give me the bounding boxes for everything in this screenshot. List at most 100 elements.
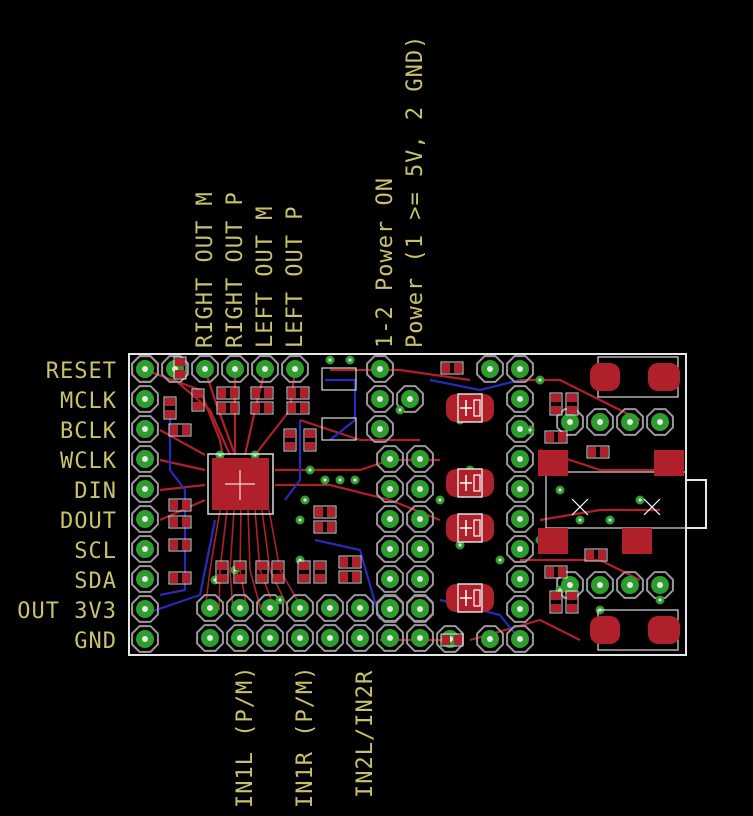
right-header-pad-ring [506, 445, 534, 473]
left-header-pad-drill [142, 576, 148, 582]
left-header-pad-drill [142, 426, 148, 432]
smd-resistor [163, 396, 177, 420]
pin-label-scl: SCL [74, 539, 117, 564]
smd-pad [165, 398, 175, 406]
left-header-pad-ring [131, 445, 159, 473]
top-header-pad-ring [251, 355, 279, 383]
jack-pad-drill [657, 419, 663, 425]
bottom-header-pad-drill [357, 635, 363, 641]
jumper-labels: 1-2 Power ON Power (1 >= 5V, 2 GND) [373, 35, 428, 348]
cap-outline [457, 513, 483, 543]
mid-pad-ring [376, 505, 404, 533]
smd-pad [454, 363, 462, 373]
smd-resistor [215, 560, 229, 584]
bottom-header-pad-ring [286, 624, 314, 652]
jack-pad-ring [616, 408, 644, 436]
smd-pad [551, 394, 561, 402]
smd-resistor [255, 560, 269, 584]
via-drill [298, 518, 302, 522]
left-header-pad-drill [142, 636, 148, 642]
bottom-header-pad-drill [237, 635, 243, 641]
smd-resistor [565, 590, 579, 614]
bottom-header-pad-ring [376, 624, 404, 652]
jack-pad-drill [657, 582, 663, 588]
jack-pad-ring [556, 408, 584, 436]
jack-pad-b [648, 363, 680, 391]
smd-outline [313, 560, 327, 584]
jack-pad-drill [567, 419, 573, 425]
bottom-header-pad-ring [286, 594, 314, 622]
sot-regulator [321, 367, 357, 441]
smd-outline [163, 396, 177, 420]
smd-pad [218, 388, 226, 398]
smd-resistor [168, 515, 192, 529]
bottom-header-pad-drill [267, 635, 273, 641]
smd-outline [250, 401, 274, 415]
mid-pad-ring [406, 505, 434, 533]
smd-resistor [586, 445, 610, 459]
trace [204, 509, 221, 611]
label-in2l-in2r: IN2L/IN2R [353, 670, 378, 798]
right-header-pad-ring [506, 385, 534, 413]
jack-pad-ring [646, 408, 674, 436]
smd-pad [546, 432, 554, 442]
right-header-pad-drill [517, 636, 523, 642]
via-drill [438, 498, 442, 502]
jack-pad-drill [627, 582, 633, 588]
right-header-pad-drill [517, 396, 523, 402]
cap-stripe [473, 474, 481, 492]
smd-resistor [565, 392, 579, 416]
smd-pad [235, 562, 245, 570]
bottom-header-pad-drill [357, 605, 363, 611]
smd-resistor [549, 392, 563, 416]
cap-stripe [473, 589, 481, 607]
right-header-pad-drill [517, 366, 523, 372]
smd-pad [288, 403, 296, 413]
mid-pad-ring [406, 565, 434, 593]
smd-pad [193, 402, 203, 410]
smd-pad [340, 572, 348, 582]
right-header-pad-ring [506, 535, 534, 563]
smd-outline [216, 386, 240, 400]
bottom-header-pad-ring [226, 594, 254, 622]
jumper-pad-drill [377, 426, 383, 432]
smd-pad [257, 574, 267, 582]
smd-pad [300, 403, 308, 413]
label-right-out-m: RIGHT OUT M [193, 191, 218, 348]
smd-outline [191, 388, 205, 412]
pin-label-mclk: MCLK [60, 389, 117, 414]
audio-jack [590, 609, 680, 651]
bottom-header-pad-drill [237, 605, 243, 611]
smd-outline [303, 428, 317, 452]
smd-resistor [250, 401, 274, 415]
bottom-header-pad-ring [346, 624, 374, 652]
trace [174, 379, 232, 456]
connector-tab [686, 479, 707, 529]
pin-label-sda: SDA [74, 569, 117, 594]
smd-pad [165, 410, 175, 418]
smd-outline [286, 386, 310, 400]
jumper-pad-ring [366, 415, 394, 443]
smd-outline [297, 560, 311, 584]
cap-outline [457, 583, 483, 613]
top-header-pad-ring [191, 355, 219, 383]
top-header-pad-drill [202, 366, 208, 372]
smd-resistor [544, 565, 568, 579]
mid-pad-drill [417, 606, 423, 612]
smd-outline [233, 560, 247, 584]
smd-pad [300, 388, 308, 398]
smd-pad [182, 573, 190, 583]
trace [203, 369, 237, 456]
pin-label-dout: DOUT [60, 509, 117, 534]
smd-pad [217, 574, 227, 582]
smd-outline [168, 571, 192, 585]
cap-stripe [473, 519, 481, 537]
mid-pad-drill [387, 606, 393, 612]
usb-connector [538, 450, 687, 554]
trace [299, 418, 420, 442]
mid-pad-drill [387, 486, 393, 492]
smd-outline [313, 505, 337, 519]
via-drill [303, 498, 307, 502]
right-header-pad-ring [476, 625, 504, 653]
bottom-header-pad-ring [346, 594, 374, 622]
